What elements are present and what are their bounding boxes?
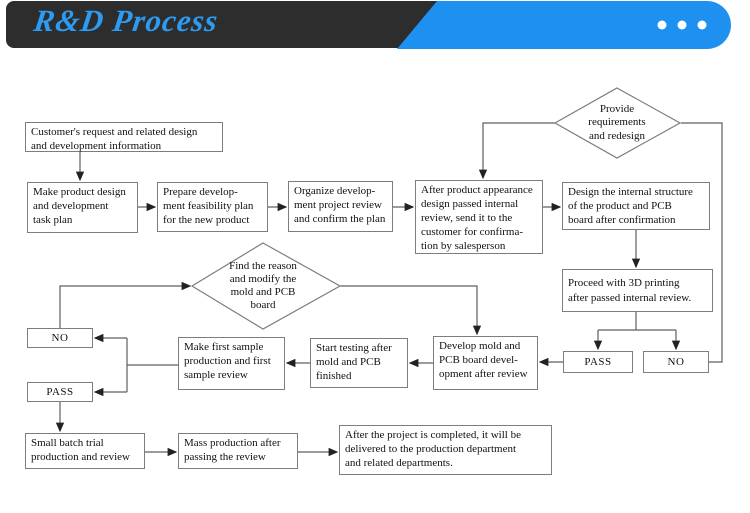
flow-node-no-left: NO (27, 328, 93, 348)
header-banner: R&D Process (0, 0, 750, 56)
flow-node-first-sample: Make first sample production and first s… (178, 337, 285, 390)
flow-node-prepare-feasibility: Prepare develop- ment feasibility plan f… (157, 182, 268, 232)
more-icon[interactable] (657, 20, 707, 30)
flow-node-organize-review: Organize develop- ment project review an… (288, 181, 393, 232)
flow-node-small-batch-trial: Small batch trial production and review (25, 433, 145, 469)
flow-node-customer-request: Customer's request and related design an… (25, 122, 223, 152)
flow-node-start-testing: Start testing after mold and PCB finishe… (310, 338, 408, 388)
blue-pill-shape (397, 1, 731, 49)
provide-redesign-diamond-shape (553, 87, 682, 159)
flow-diamond-find-reason-label: Find the reason and modify the mold and … (229, 259, 297, 312)
flow-node-make-task-plan: Make product design and development task… (27, 182, 138, 233)
header-blue-ribbon (397, 1, 731, 49)
flow-node-appearance-confirmation: After product appearance design passed i… (415, 180, 543, 254)
flow-node-final-delivery: After the project is completed, it will … (339, 425, 552, 475)
flow-node-develop-mold-pcb: Develop mold and PCB board devel- opment… (433, 336, 538, 390)
flow-node-design-internal-structure: Design the internal structure of the pro… (562, 182, 710, 230)
flow-node-no-right: NO (643, 351, 709, 373)
flow-diamond-provide-redesign-label: Provide requirements and redesign (588, 103, 646, 142)
flow-node-proceed-3d-printing: Proceed with 3D printing after passed in… (562, 269, 713, 312)
flow-node-pass-left: PASS (27, 382, 93, 402)
find-reason-diamond-shape (190, 242, 342, 330)
flow-node-pass-right: PASS (563, 351, 633, 373)
flow-node-mass-production: Mass production after passing the review (178, 433, 298, 469)
header-dark-ribbon (6, 1, 446, 48)
